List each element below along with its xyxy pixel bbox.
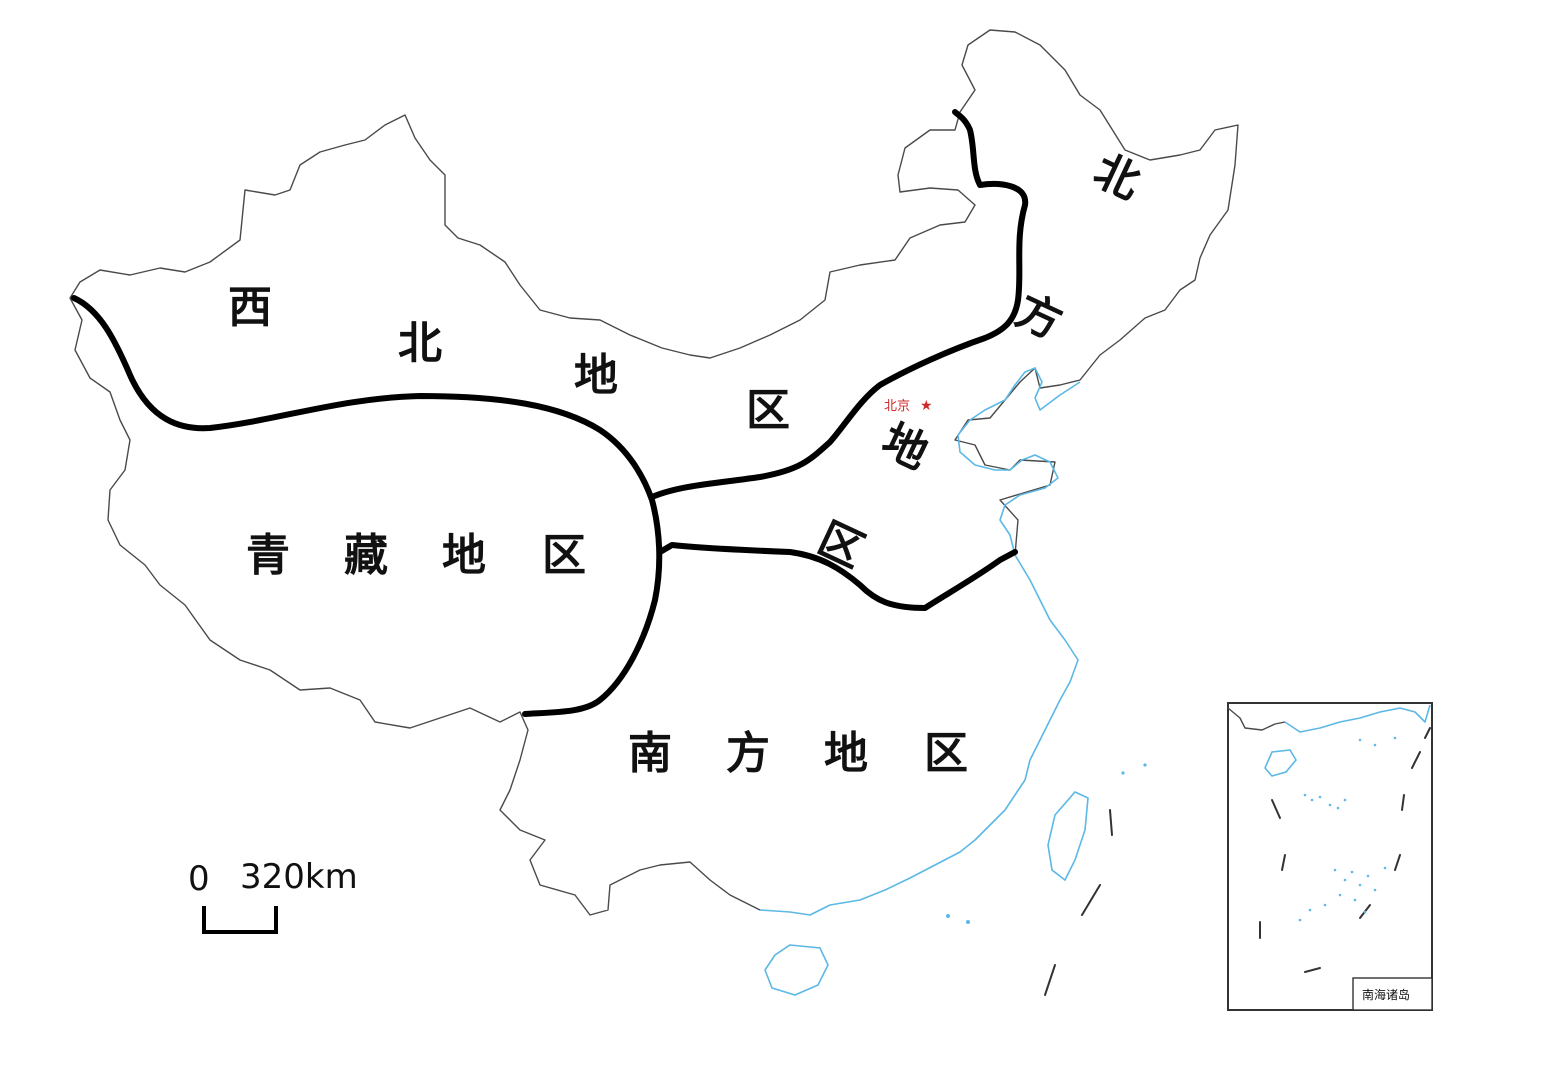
region-label-northwest-char-2: 北 <box>398 318 442 369</box>
region-label-northwest-char-4: 区 <box>746 385 790 436</box>
coastal-islet <box>1143 763 1147 767</box>
region-label-qingzang-char-3: 地 <box>442 530 486 581</box>
inset-boundary-dash <box>1281 854 1286 871</box>
inset-boundary-dash <box>1411 751 1421 769</box>
hainan-island <box>764 944 829 996</box>
region-label-qingzang-char-2: 藏 <box>344 530 388 581</box>
region-label-south-char-4: 区 <box>924 728 968 779</box>
maritime-boundary-dash <box>1081 884 1101 916</box>
region-label-south-char-2: 方 <box>726 728 770 779</box>
region-label-south-char-3: 地 <box>824 728 868 779</box>
inset-hainan-island <box>1264 749 1297 777</box>
inset-label-box <box>1352 977 1433 1011</box>
inset-boundary-dash <box>1401 794 1405 811</box>
inset-boundary-dash <box>1394 854 1401 871</box>
south-china-sea-inset: 南海诸岛 <box>1227 702 1433 1011</box>
coastal-islet <box>946 914 950 918</box>
maritime-boundary-dash <box>1044 964 1056 996</box>
star-icon: ★ <box>920 398 933 414</box>
coastline <box>759 554 1079 916</box>
divider-northwest-north <box>649 109 1029 500</box>
region-label-south-char-1: 南 <box>628 728 672 779</box>
inset-label: 南海诸岛 <box>1362 987 1410 1002</box>
region-label-north-char-1: 北 <box>1086 145 1147 210</box>
coastline-bohai <box>957 399 1059 556</box>
scale-bar <box>202 906 278 934</box>
region-label-northwest-char-1: 西 <box>228 282 272 333</box>
inset-islands <box>1298 736 1397 922</box>
coastal-islet <box>1121 771 1125 775</box>
scale-distance-label: 320km <box>240 857 358 897</box>
maritime-boundary-dash <box>1109 809 1113 836</box>
inset-boundary-dash <box>1424 727 1431 739</box>
inset-coastline <box>1284 704 1431 733</box>
coastline-liaodong <box>1004 367 1081 411</box>
inset-boundary-dash <box>1271 799 1281 819</box>
divider-north-south <box>657 542 1018 611</box>
inset-boundary-dash <box>1304 967 1321 973</box>
coastal-islet <box>966 920 970 924</box>
region-label-northwest-char-3: 地 <box>574 350 618 401</box>
inset-frame <box>1227 702 1433 1011</box>
capital-label: 北京 <box>884 399 910 414</box>
divider-northwest-qingzang <box>71 295 663 717</box>
region-label-north-char-4: 区 <box>810 513 871 578</box>
region-label-qingzang-char-4: 区 <box>542 530 586 581</box>
region-label-qingzang-char-1: 青 <box>246 530 290 581</box>
region-label-north-char-3: 地 <box>874 415 935 480</box>
inset-land-border <box>1227 707 1286 731</box>
scale-zero-label: 0 <box>188 859 210 899</box>
land-border <box>69 29 1239 916</box>
taiwan-island <box>1047 791 1089 882</box>
